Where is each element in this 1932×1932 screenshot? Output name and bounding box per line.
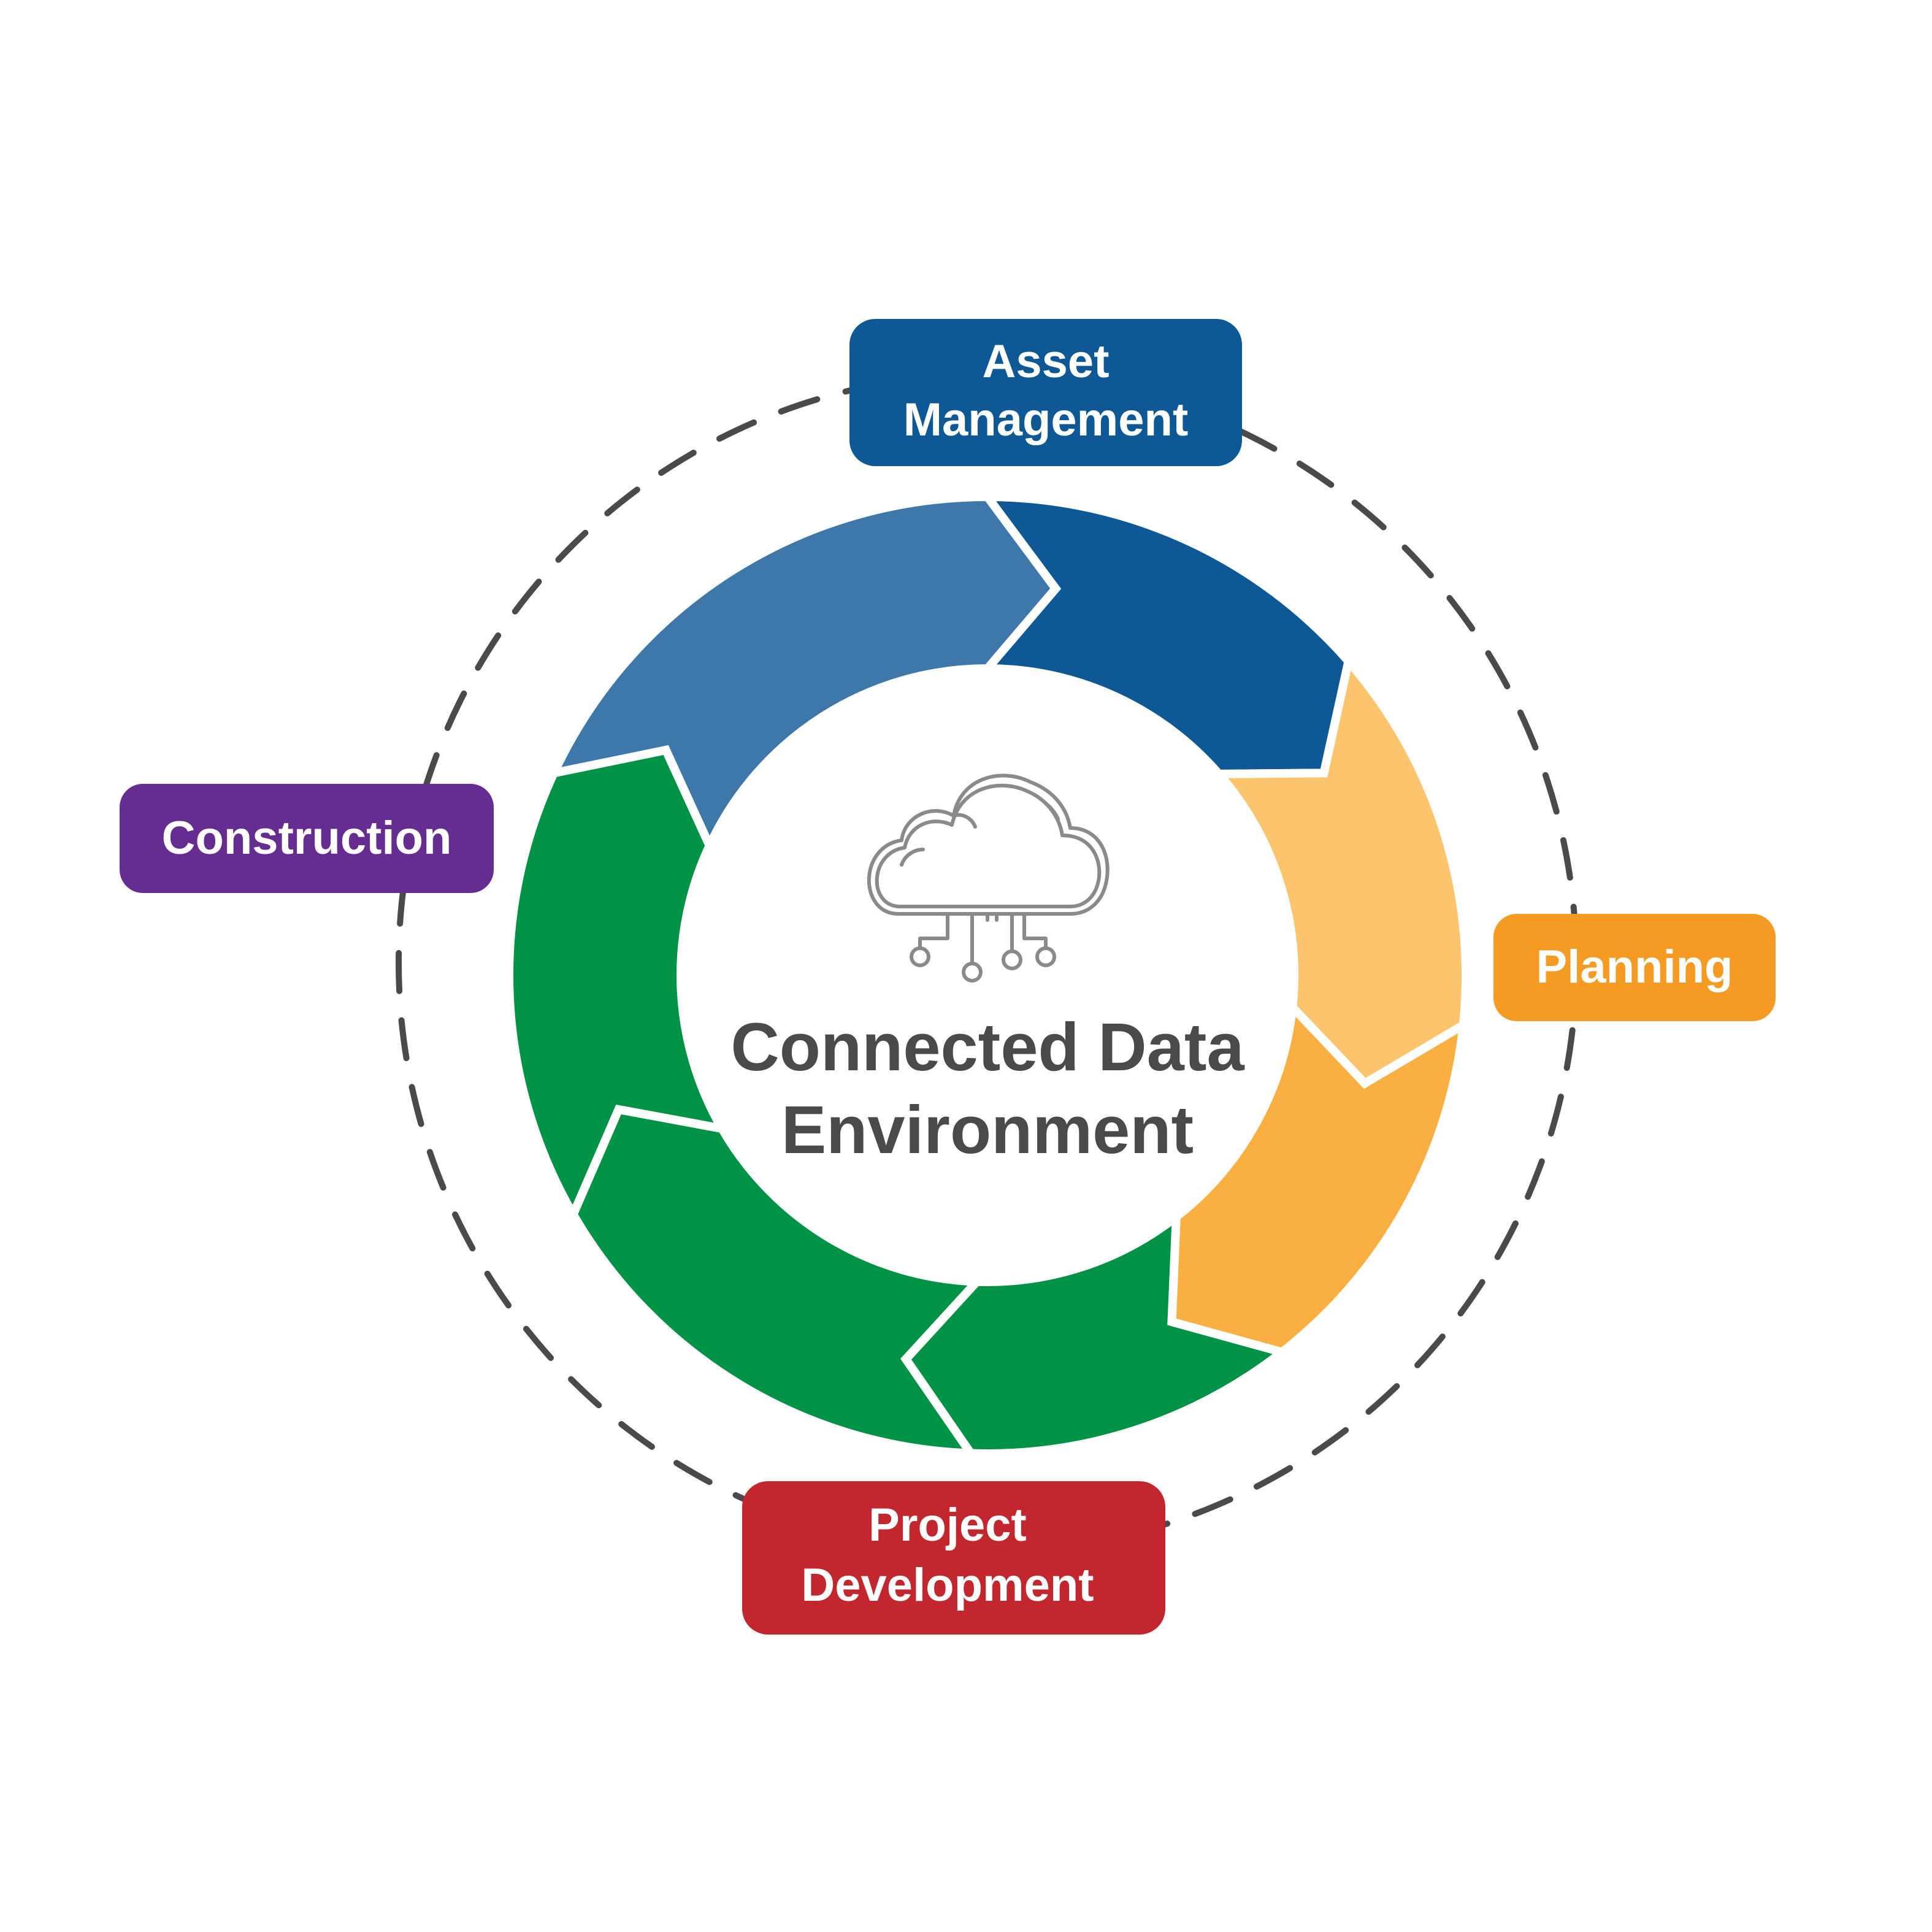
planning-text: Planning [1536,941,1733,993]
planning-box [1493,914,1776,1021]
project-development-line2: Development [801,1559,1094,1611]
ring-segment-construction [505,745,730,1224]
asset-management-label: Asset Management [849,319,1242,466]
project-development-line1: Project [868,1499,1027,1551]
construction-text: Construction [162,812,452,864]
cycle-ring [505,492,1470,1459]
ring-segment-construction-b [546,492,1062,856]
cloud-network-icon [867,773,1110,983]
asset-management-line1: Asset [983,335,1110,388]
project-development-label: Project Development [742,1481,1165,1635]
asset-management-line2: Management [903,394,1189,446]
construction-box [120,784,494,893]
asset-management-box [849,319,1242,466]
project-development-box [742,1481,1165,1635]
planning-label: Planning [1493,914,1776,1021]
construction-label: Construction [120,784,494,893]
center-title-line2: Environment [781,1092,1194,1168]
center-title-line1: Connected Data [730,1010,1244,1085]
inner-disc [687,675,1288,1276]
